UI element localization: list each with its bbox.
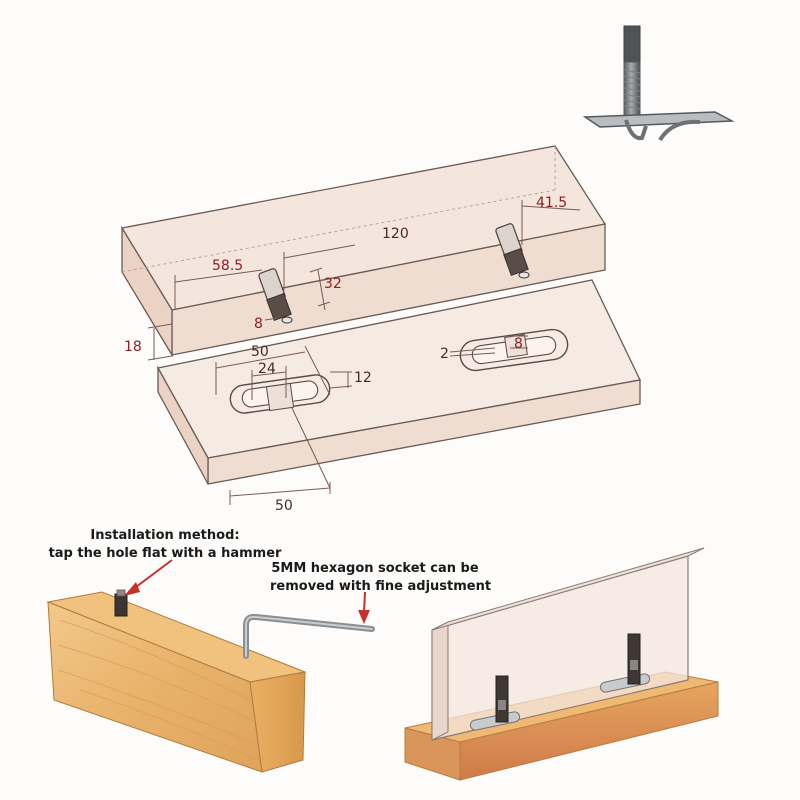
connector-thread-lines xyxy=(623,69,641,110)
dim-58-5: 58.5 xyxy=(212,258,243,274)
dim-12: 12 xyxy=(354,370,372,386)
upper-pin-left xyxy=(258,268,293,324)
dim-120: 120 xyxy=(382,226,409,242)
lower-panel xyxy=(157,279,641,505)
assembled-illustration xyxy=(404,547,719,781)
board-end xyxy=(249,671,306,773)
dim-24: 24 xyxy=(258,361,276,377)
dim-18: 18 xyxy=(124,339,142,355)
arrow-installation xyxy=(131,559,173,591)
upper-panel-side xyxy=(121,225,173,358)
annotation-arrows xyxy=(124,559,370,624)
dim-41-5: 41.5 xyxy=(536,195,567,211)
dim-8-slot: 8 xyxy=(514,336,523,352)
dim-50-upper: 50 xyxy=(251,344,269,360)
connector-hook-left xyxy=(624,119,648,141)
dim-32: 32 xyxy=(324,276,342,292)
connector-product-image xyxy=(582,25,735,142)
lower-slot-right xyxy=(459,328,569,372)
upper-panel xyxy=(120,145,607,361)
board-pin xyxy=(114,593,128,617)
connector-cap xyxy=(623,25,641,65)
dim-50-lower: 50 xyxy=(275,498,293,514)
installation-note-line2: tap the hole flat with a hammer xyxy=(48,546,282,561)
assembled-pin-right xyxy=(627,633,641,685)
connector-hook-right xyxy=(658,119,701,142)
upper-dimension-lines xyxy=(147,200,581,361)
socket-note-line2: removed with fine adjustment xyxy=(270,579,492,594)
installation-note-line1: Installation method: xyxy=(90,528,240,543)
socket-note: 5MM hexagon socket can be removed with f… xyxy=(270,560,492,596)
arrow-socket xyxy=(363,591,366,613)
lower-dimension-lines xyxy=(215,335,528,505)
assembled-pin-left xyxy=(495,675,509,723)
connector-plate xyxy=(582,111,735,128)
upper-pin-right xyxy=(495,223,530,279)
dim-8-upper: 8 xyxy=(254,316,263,332)
dimension-labels: 58.5 120 41.5 32 8 18 50 24 12 2 8 50 xyxy=(124,195,567,514)
lower-panel-side xyxy=(157,365,209,485)
board-grain xyxy=(57,619,259,761)
installation-note: Installation method: tap the hole flat w… xyxy=(40,527,290,563)
lower-slot-left xyxy=(229,374,331,414)
upright-panel-edge xyxy=(431,621,449,741)
dim-2: 2 xyxy=(440,346,449,362)
socket-note-line1: 5MM hexagon socket can be xyxy=(271,561,479,576)
wood-board-illustration xyxy=(46,589,375,773)
base-front xyxy=(459,681,719,781)
